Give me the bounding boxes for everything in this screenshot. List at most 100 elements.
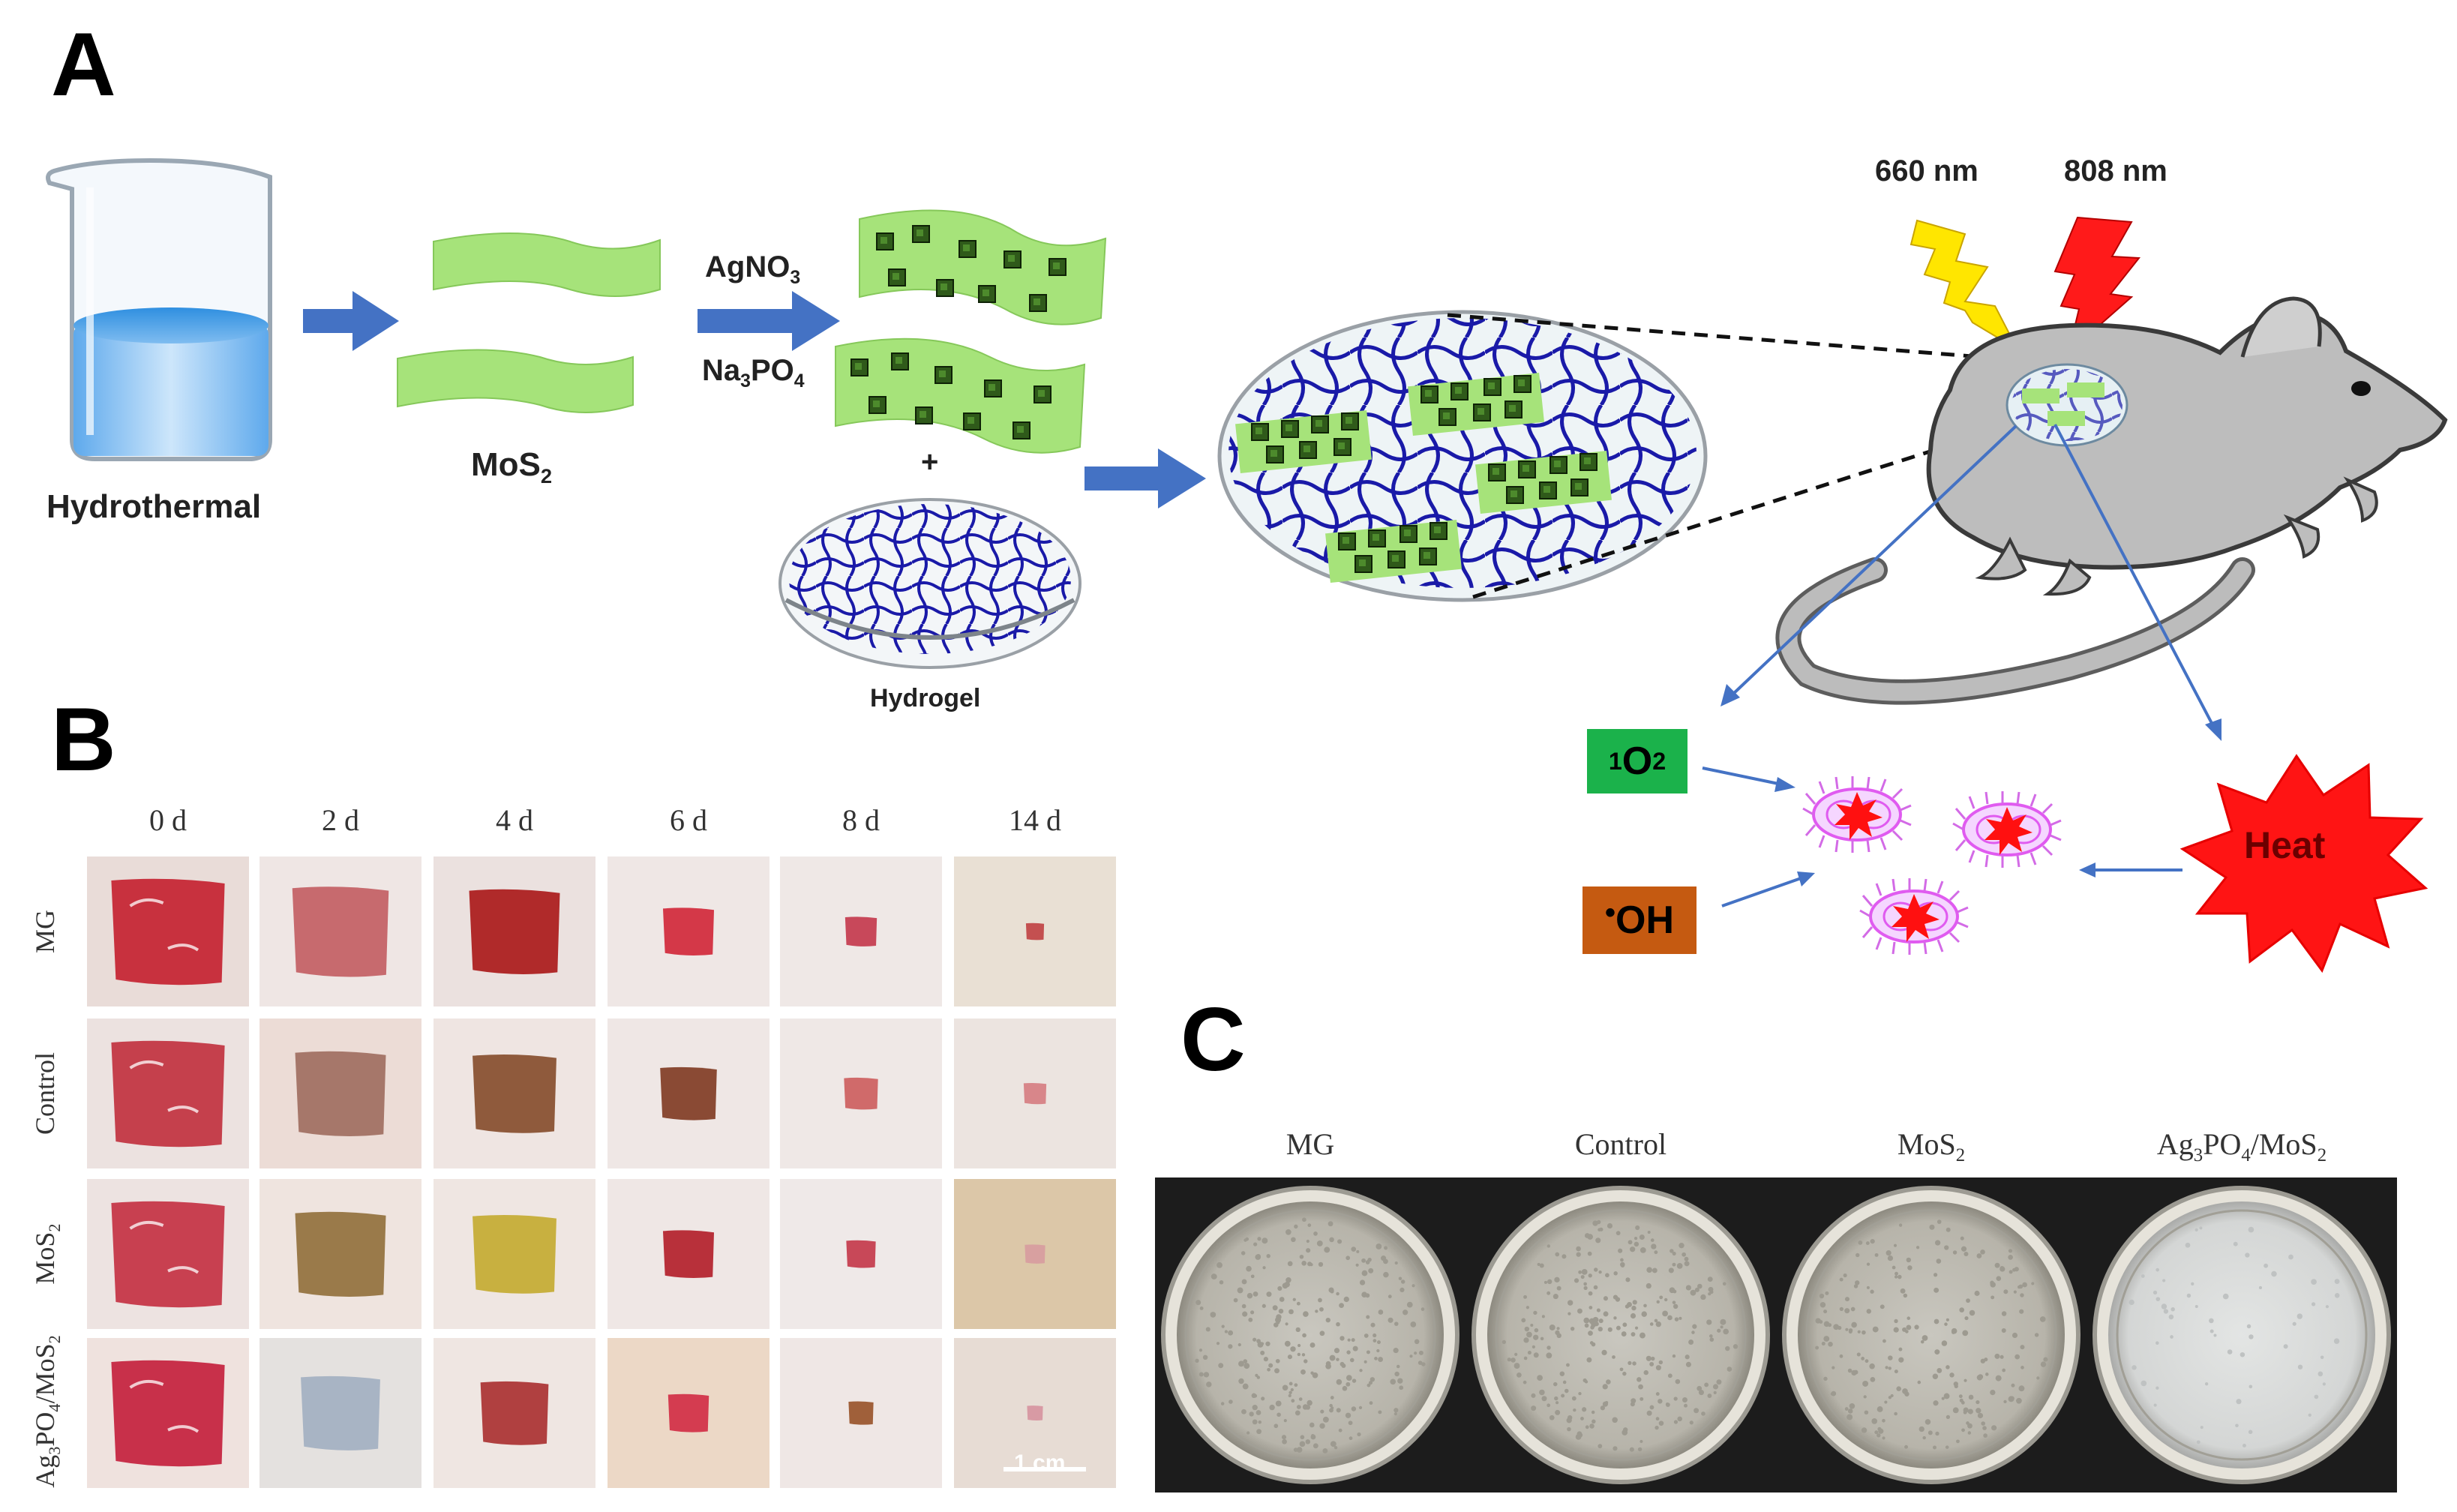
wound-photo-tile [434, 1338, 596, 1488]
singlet-oxygen-main: O [1622, 740, 1653, 783]
wound-photo-tile [260, 1179, 422, 1329]
wound-photo-tile [87, 1338, 249, 1488]
hydroxyl-radical-box: •OH [1582, 886, 1696, 954]
day-header-0: 0 d [149, 803, 187, 837]
day-header-5: 14 d [1009, 803, 1061, 837]
beaker-icon [46, 158, 272, 461]
day-header-3: 6 d [670, 803, 707, 837]
hydrogel-label: Hydrogel [870, 684, 981, 712]
row-label-mos2-sub: 2 [45, 1223, 64, 1232]
row-label-ag-mid: PO [30, 1412, 60, 1447]
row-label-ag3po4-mos2: Ag3PO4/MoS2 [30, 1335, 64, 1488]
ag3po4-mos2-sheet [835, 338, 1086, 454]
hydrothermal-label: Hydrothermal [46, 488, 262, 525]
row-label-mos2: MoS2 [30, 1223, 64, 1285]
mos2-sheet [433, 232, 661, 297]
wound-photo-tile [87, 1018, 249, 1168]
day-header-2: 4 d [496, 803, 533, 837]
wound-photo-tile [260, 856, 422, 1006]
na3po4-mid: PO [750, 354, 794, 387]
wound-photo-tile [954, 1179, 1116, 1329]
mouse-illustration [1775, 296, 2448, 705]
agno3-sub: 3 [790, 268, 801, 288]
plate-label-mos2: MoS2 [1776, 1130, 2086, 1165]
na3po4-label: Na3PO4 [702, 354, 805, 391]
plate-label-ag-sub: 3 [2193, 1145, 2204, 1166]
na3po4-sub1: 3 [740, 371, 751, 392]
plate-label-ag-sub2: 4 [2241, 1145, 2251, 1166]
hydroxyl-radical-main: OH [1616, 898, 1674, 942]
row-label-ag-sub2: 4 [45, 1403, 64, 1412]
wound-photo-tile [780, 1179, 942, 1329]
bacterium-icon [1952, 790, 2062, 869]
agno3-label: AgNO3 [705, 252, 800, 287]
plate-label-mos2-sub: 2 [1955, 1145, 1966, 1166]
laser-660-bolt-icon [1910, 219, 2020, 352]
ros-pathway-arrow [1720, 424, 2018, 706]
scale-bar-label: 1 cm [1014, 1450, 1066, 1475]
wound-photo-tile [780, 856, 942, 1006]
bacterium-icon [1802, 775, 1912, 854]
day-header-4: 8 d [842, 803, 880, 837]
plate-label-ag-tail: /MoS [2250, 1127, 2318, 1161]
heat-burst-icon [2180, 754, 2428, 974]
composite-hydrogel-zoom [1217, 310, 1708, 602]
hydrogel-dish [778, 498, 1082, 669]
wound-photo-tile [608, 1338, 770, 1488]
wound-photo-tile [780, 1018, 942, 1168]
row-label-ag-tail: /MoS [30, 1343, 60, 1404]
row-label-ag-sub: 3 [45, 1446, 64, 1455]
wound-photo-tile [608, 1018, 770, 1168]
singlet-oxygen-arrow [1702, 766, 1796, 792]
zoom-line-top [1447, 313, 2002, 361]
wound-photo-tile [954, 856, 1116, 1006]
wound-photo-tile [260, 1338, 422, 1488]
panel-label-a: A [51, 14, 116, 115]
row-label-control: Control [30, 1052, 60, 1136]
wound-photo-tile [434, 1179, 596, 1329]
wound-photo-tile [954, 1018, 1116, 1168]
laser-808-label: 808 nm [2064, 154, 2168, 188]
wound-photo-tile [87, 856, 249, 1006]
na3po4-sub2: 4 [794, 371, 805, 392]
agar-plate-row [1155, 1178, 2397, 1492]
wound-photo-grid [87, 856, 1116, 1488]
hydroxyl-radical-arrow [1721, 872, 1815, 908]
ag3po4-mos2-sheet [859, 209, 1107, 326]
agar-plate [1472, 1186, 1770, 1484]
heat-to-bacteria-arrow [2079, 862, 2182, 878]
panel-label-b: B [51, 689, 116, 790]
row-label-ag-main: Ag [30, 1454, 60, 1488]
wound-photo-tile [434, 1018, 596, 1168]
wound-photo-tile [608, 856, 770, 1006]
row-label-mos2-main: MoS [30, 1232, 60, 1285]
scale-bar-line [1004, 1467, 1086, 1472]
row-label-mg: MG [30, 909, 60, 954]
plate-label-ag3po4-mos2: Ag3PO4/MoS2 [2086, 1127, 2397, 1165]
na3po4-pre: Na [702, 354, 741, 387]
heat-label: Heat [2244, 824, 2326, 866]
heat-pathway-arrow [2054, 424, 2222, 741]
agar-plate [2092, 1186, 2391, 1484]
day-header-1: 2 d [322, 803, 359, 837]
plate-label-mg: MG [1286, 1127, 1335, 1161]
plate-label-ag-main: Ag [2156, 1127, 2194, 1161]
wound-photo-tile [608, 1179, 770, 1329]
plus-sign: + [921, 446, 939, 478]
mos2-label-sub: 2 [540, 464, 553, 488]
plate-label-control: Control [1574, 1127, 1667, 1161]
row-label-ag-sub3: 2 [45, 1335, 64, 1344]
agar-plate [1161, 1186, 1460, 1484]
plate-label-ag-mid: PO [2203, 1127, 2242, 1161]
process-arrow-3 [1084, 448, 1206, 508]
agar-plate [1782, 1186, 2080, 1484]
wound-photo-tile [260, 1018, 422, 1168]
mos2-label-main: MoS [471, 446, 541, 483]
wound-photo-tile [87, 1179, 249, 1329]
plate-label-ag-sub3: 2 [2317, 1145, 2327, 1166]
laser-660-label: 660 nm [1875, 154, 1978, 188]
mos2-sheet [397, 349, 634, 413]
hydroxyl-radical-dot: • [1604, 896, 1616, 929]
